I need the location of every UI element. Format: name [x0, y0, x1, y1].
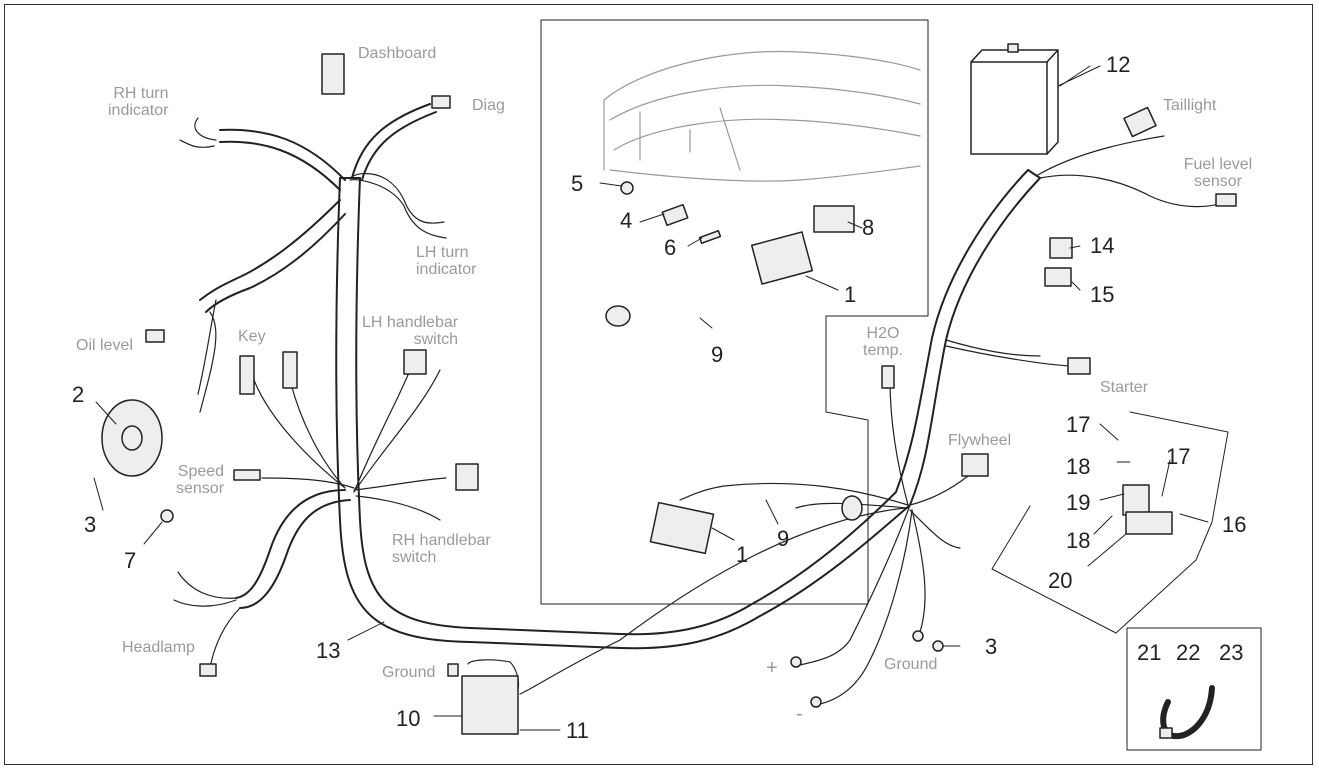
spark-cap-upper [605, 305, 631, 327]
fuse-holder-20 [1125, 511, 1173, 535]
part-number-12: 12 [1106, 52, 1131, 77]
spark-cap-lower [841, 495, 863, 521]
part-number-17-right: 17 [1166, 444, 1191, 469]
lh-switch-connector [403, 349, 427, 375]
part-number-1-upper: 1 [844, 282, 857, 307]
frame-sketch [603, 50, 921, 182]
label-diag: Diag [472, 97, 505, 114]
label-ground-left: Ground [382, 664, 436, 681]
part-number-8: 8 [862, 215, 875, 240]
part-number-4: 4 [620, 208, 633, 233]
diag-connector [431, 95, 451, 109]
bolt-6 [698, 230, 722, 244]
part-number-9-lower: 9 [777, 526, 790, 551]
label-lh-turn-indicator: LH turn indicator [416, 244, 477, 278]
nut-5 [620, 181, 634, 195]
main-harness [335, 169, 1041, 650]
label-h2o-temp: H2O temp. [862, 325, 904, 359]
fuel-level-connector [1215, 193, 1237, 207]
part-number-19: 19 [1066, 490, 1091, 515]
part-number-16: 16 [1222, 512, 1247, 537]
part-number-21: 21 [1137, 640, 1162, 665]
screw-3-right [932, 640, 944, 652]
part-number-11: 11 [566, 718, 589, 743]
dashboard-connector [321, 53, 345, 95]
label-speed-sensor: Speed sensor [176, 463, 225, 497]
relay-15 [1044, 267, 1072, 287]
diagram-frame [4, 4, 1313, 765]
label-plus: + [766, 657, 778, 679]
fuse-block-19 [1122, 484, 1150, 516]
part-number-13: 13 [316, 638, 341, 663]
label-lh-handlebar-switch: LH handlebar switch [362, 314, 459, 348]
ground-terminal [447, 663, 459, 677]
clamp-part [1160, 685, 1215, 740]
label-flywheel: Flywheel [948, 432, 1012, 449]
label-taillight: Taillight [1163, 97, 1217, 114]
ground-eyelet [912, 630, 924, 642]
part-number-5: 5 [571, 171, 584, 196]
rh-switch-connector [455, 463, 479, 491]
part-number-15: 15 [1090, 282, 1115, 307]
upper-right-branch [351, 103, 437, 181]
battery-plus-terminal [790, 656, 802, 668]
label-key: Key [238, 328, 266, 345]
headlamp-branch [235, 489, 351, 609]
part-number-18-lower: 18 [1066, 528, 1091, 553]
part-number-18-upper: 18 [1066, 454, 1091, 479]
part-number-9-upper: 9 [711, 342, 724, 367]
upper-left-branch [199, 128, 346, 313]
label-starter: Starter [1100, 379, 1149, 396]
key-connector [239, 355, 255, 395]
coil-1-upper [750, 231, 814, 285]
h2o-sensor [881, 365, 895, 389]
label-oil-level: Oil level [76, 337, 133, 354]
speed-sensor-connector [233, 469, 261, 481]
part-number-17-left: 17 [1066, 412, 1091, 437]
bushing-4 [661, 203, 689, 227]
starter-connector [1067, 357, 1091, 375]
label-dashboard: Dashboard [358, 45, 437, 62]
parts [101, 43, 1237, 740]
part-number-2: 2 [72, 382, 85, 407]
part-number-3-right: 3 [985, 634, 998, 659]
label-fuel-level-sensor: Fuel level sensor [1183, 156, 1253, 190]
thin-wires [173, 117, 1225, 705]
part-number-1-lower: 1 [736, 542, 749, 567]
label-rh-handlebar-switch: RH handlebar switch [392, 532, 491, 566]
flywheel-connector [961, 453, 989, 477]
battery-part [970, 61, 1048, 155]
coil-1-lower [649, 501, 715, 555]
part-number-23: 23 [1219, 640, 1244, 665]
relay-14 [1049, 237, 1073, 259]
label-headlamp: Headlamp [122, 639, 195, 656]
leader-lines [93, 65, 1209, 731]
taillight-connector [1123, 106, 1157, 138]
nut-7 [160, 509, 174, 523]
part-number-14: 14 [1090, 233, 1115, 258]
label-minus: - [796, 703, 803, 725]
headlamp-connector [199, 663, 217, 677]
part-number-7: 7 [124, 548, 137, 573]
part-number-10: 10 [396, 706, 421, 731]
label-rh-turn-indicator: RH turn indicator [108, 85, 169, 119]
sensor-8 [813, 205, 855, 233]
battery-minus-terminal [810, 696, 822, 708]
fusebox-outline [991, 411, 1229, 634]
inset-panel-outline [540, 19, 929, 605]
label-ground-right: Ground [884, 656, 938, 673]
regulator-10 [461, 675, 519, 735]
part-number-22: 22 [1176, 640, 1201, 665]
part-number-20: 20 [1048, 568, 1073, 593]
oil-level-connector [145, 329, 165, 343]
part-number-6: 6 [664, 235, 677, 260]
part-number-3-left: 3 [84, 512, 97, 537]
